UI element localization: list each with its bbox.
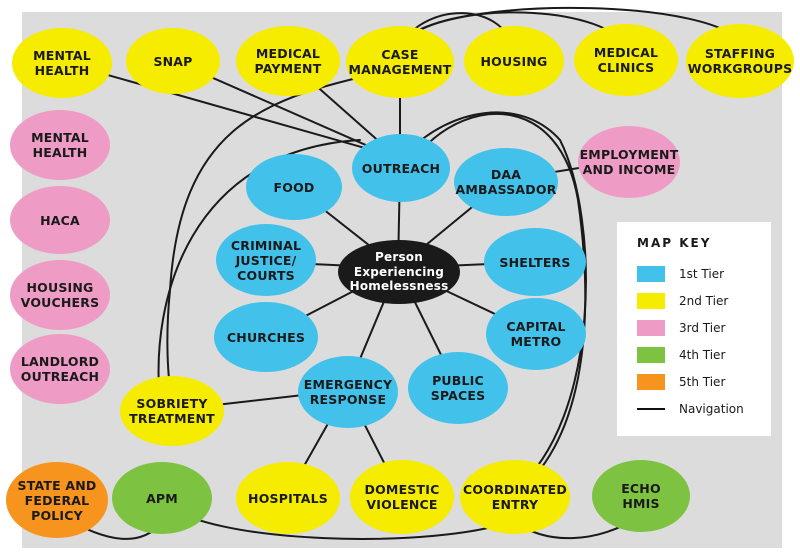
- node-mental-health-3rd: MENTAL HEALTH: [10, 110, 110, 180]
- node-echo-hmis: ECHO HMIS: [592, 460, 690, 532]
- legend-item-tier-2: 2nd Tier: [637, 287, 755, 314]
- node-coordinated-entry: COORDINATED ENTRY: [460, 460, 570, 534]
- node-capital-metro: CAPITAL METRO: [486, 298, 586, 370]
- legend-label: Navigation: [679, 401, 744, 416]
- legend-swatch: [637, 292, 665, 309]
- legend-item-tier-5: 5th Tier: [637, 368, 755, 395]
- legend-item-tier-1: 1st Tier: [637, 260, 755, 287]
- map-key-title: MAP KEY: [637, 236, 712, 250]
- legend-item-tier-3: 3rd Tier: [637, 314, 755, 341]
- node-sobriety-treatment: SOBRIETY TREATMENT: [120, 376, 224, 446]
- legend-label: 1st Tier: [679, 266, 725, 281]
- legend-item-tier-4: 4th Tier: [637, 341, 755, 368]
- node-case-management: CASE MANAGEMENT: [346, 26, 454, 98]
- node-housing: HOUSING: [464, 26, 564, 96]
- node-emergency-response: EMERGENCY RESPONSE: [298, 356, 398, 428]
- legend-swatch: [637, 265, 665, 282]
- node-medical-clinics: MEDICAL CLINICS: [574, 24, 678, 96]
- node-outreach: OUTREACH: [352, 134, 450, 202]
- legend-label: 3rd Tier: [679, 320, 726, 335]
- node-apm: APM: [112, 462, 212, 534]
- legend-label: 4th Tier: [679, 347, 726, 362]
- node-food: FOOD: [246, 154, 342, 220]
- node-employment-income: EMPLOYMENT AND INCOME: [578, 126, 680, 198]
- node-state-federal-policy: STATE AND FEDERAL POLICY: [6, 462, 108, 538]
- legend-label: 2nd Tier: [679, 293, 729, 308]
- node-haca: HACA: [10, 186, 110, 254]
- legend-swatch: [637, 373, 665, 390]
- node-hospitals: HOSPITALS: [236, 462, 340, 534]
- node-mental-health-2nd: MENTAL HEALTH: [12, 28, 112, 98]
- node-public-spaces: PUBLIC SPACES: [408, 352, 508, 424]
- node-staffing-workgroups: STAFFING WORKGROUPS: [686, 24, 794, 98]
- node-domestic-violence: DOMESTIC VIOLENCE: [350, 460, 454, 534]
- link-sobriety-outreach: [157, 139, 361, 401]
- node-snap: SNAP: [126, 28, 220, 94]
- legend-item-navigation: Navigation: [637, 395, 755, 422]
- node-shelters: SHELTERS: [484, 228, 586, 296]
- legend-line: [637, 407, 665, 410]
- node-housing-vouchers: HOUSING VOUCHERS: [10, 260, 110, 330]
- legend-swatch: [637, 319, 665, 336]
- node-medical-payment: MEDICAL PAYMENT: [236, 26, 340, 96]
- node-landlord-outreach: LANDLORD OUTREACH: [10, 334, 110, 404]
- map-key: MAP KEY 1st Tier 2nd Tier 3rd Tier 4th T…: [617, 222, 771, 436]
- node-churches: CHURCHES: [214, 302, 318, 372]
- node-person-experiencing-homelessness: Person Experiencing Homelessness: [338, 240, 460, 304]
- legend-label: 5th Tier: [679, 374, 726, 389]
- node-daa-ambassador: DAA AMBASSADOR: [454, 148, 558, 216]
- legend-swatch: [637, 346, 665, 363]
- link-outreach-coordinated-2: [409, 111, 587, 491]
- link-case-sobriety: [166, 74, 371, 401]
- node-criminal-justice: CRIMINAL JUSTICE/ COURTS: [216, 224, 316, 296]
